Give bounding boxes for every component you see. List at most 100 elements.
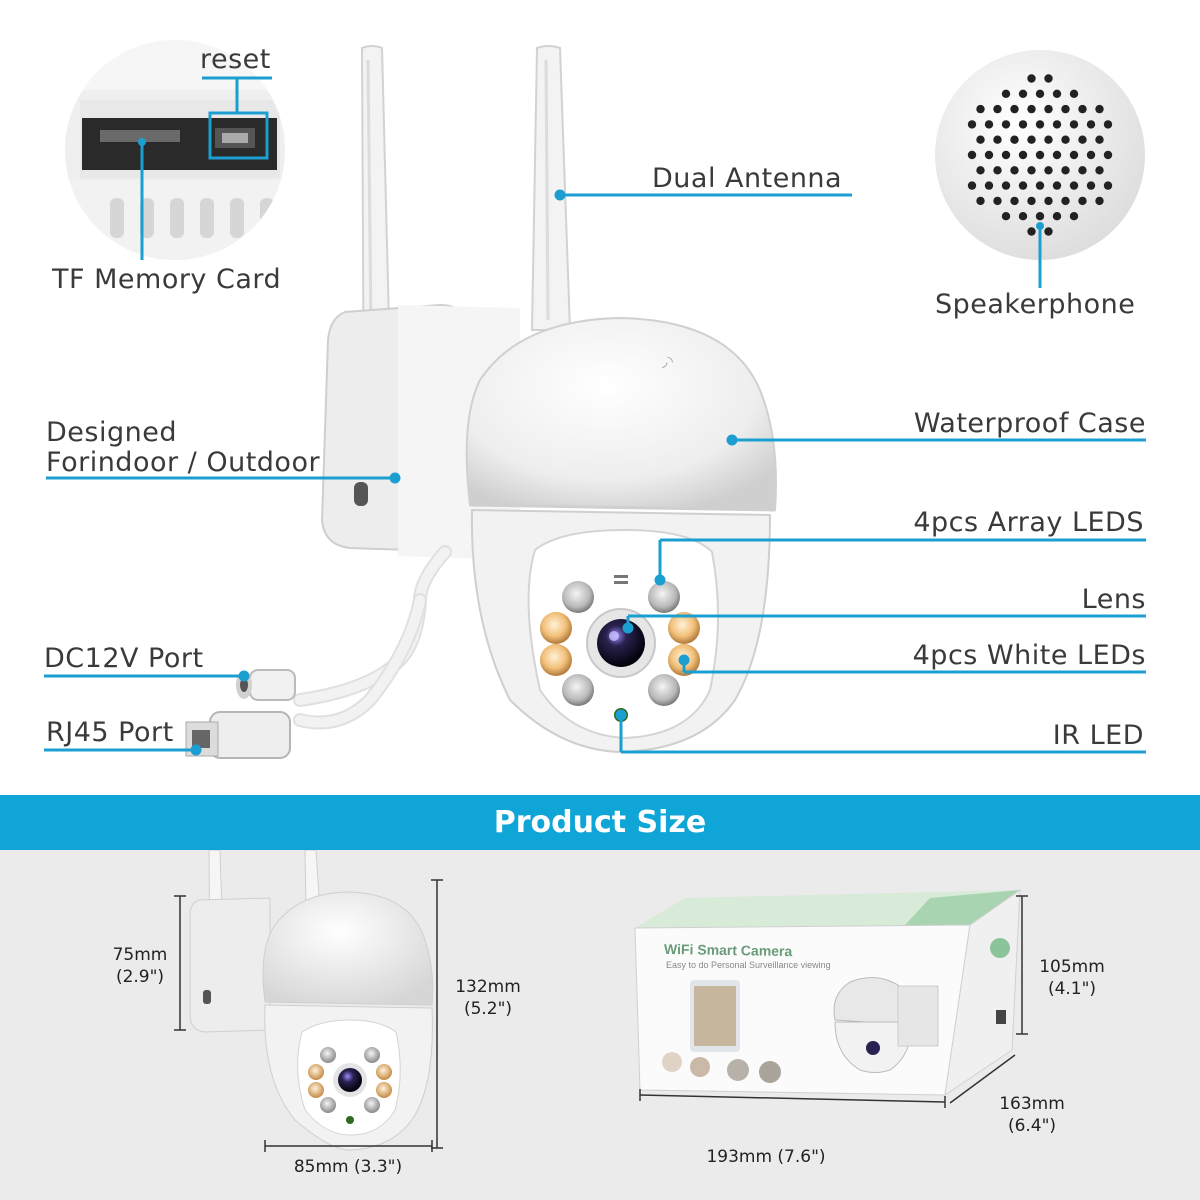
- dim-box-depth: 163mm(6.4"): [999, 1094, 1065, 1136]
- small-camera: [189, 850, 434, 1151]
- speaker-hole: [1069, 120, 1079, 129]
- dim-height: 132mm(5.2"): [455, 977, 521, 1019]
- speaker-hole: [1061, 196, 1070, 206]
- speaker-hole: [1001, 150, 1011, 160]
- speaker-hole: [1086, 150, 1096, 160]
- led-array: [540, 581, 700, 706]
- box-title: WiFi Smart Camera: [663, 940, 793, 960]
- speaker-hole: [1086, 120, 1096, 129]
- speaker-hole: [1010, 166, 1019, 175]
- speaker-hole: [1069, 150, 1079, 160]
- speaker-hole: [1078, 135, 1087, 144]
- tf-slot-inset: [65, 40, 285, 260]
- speaker-hole: [1010, 104, 1019, 114]
- speaker-hole: [1027, 104, 1036, 114]
- camera-illustration: ◞◝: [44, 40, 1146, 759]
- label-tf-card: TF Memory Card: [52, 264, 282, 295]
- label-ir-led: IR LED: [1052, 720, 1144, 751]
- speaker-hole: [984, 150, 994, 160]
- speaker-hole: [1095, 104, 1104, 114]
- speaker-hole: [1103, 120, 1113, 129]
- speaker-hole: [1061, 104, 1070, 114]
- speaker-hole: [1052, 89, 1062, 99]
- lens: [586, 608, 656, 678]
- speaker-hole: [1035, 212, 1045, 221]
- label-white-leds: 4pcs White LEDs: [912, 640, 1146, 671]
- label-array-leds: 4pcs Array LEDS: [913, 507, 1144, 538]
- box-dimension-lines: [639, 895, 1028, 1108]
- speaker-hole: [976, 196, 985, 206]
- speaker-hole: [1095, 166, 1104, 175]
- label-dc-port: DC12V Port: [44, 643, 204, 674]
- speaker-hole: [993, 166, 1002, 175]
- speaker-hole: [1052, 181, 1062, 190]
- speaker-hole: [1044, 166, 1053, 175]
- label-waterproof: Waterproof Case: [913, 408, 1146, 439]
- speaker-hole: [984, 181, 994, 190]
- speaker-hole: [1061, 135, 1070, 144]
- speaker-hole: [1078, 104, 1087, 114]
- antenna-right: [530, 45, 572, 331]
- speaker-hole: [1095, 135, 1104, 144]
- label-indoor-outdoor: Forindoor / Outdoor: [46, 447, 321, 478]
- speaker-hole: [1018, 181, 1028, 190]
- speaker-inset: [935, 50, 1145, 288]
- speaker-hole: [1018, 150, 1028, 160]
- speaker-hole: [1044, 104, 1053, 114]
- product-size-banner: [0, 795, 1200, 850]
- dim-box-height: 105mm(4.1"): [1039, 957, 1105, 999]
- speaker-hole: [1078, 166, 1087, 175]
- speaker-hole: [1035, 89, 1045, 99]
- label-reset: reset: [200, 44, 271, 75]
- speaker-hole: [1044, 74, 1053, 83]
- cables: [293, 545, 452, 730]
- speaker-hole: [1078, 196, 1087, 206]
- speaker-hole: [1035, 181, 1045, 190]
- speaker-hole: [993, 135, 1002, 144]
- speaker-hole: [1069, 212, 1079, 221]
- speaker-hole: [1086, 181, 1096, 190]
- label-rj45-port: RJ45 Port: [46, 717, 174, 748]
- label-speakerphone: Speakerphone: [935, 289, 1136, 320]
- speaker-hole: [1044, 227, 1053, 236]
- speaker-hole: [976, 104, 985, 114]
- speaker-hole: [984, 120, 994, 129]
- dim-width: 85mm (3.3"): [293, 1157, 403, 1177]
- speaker-hole: [1035, 150, 1045, 160]
- speaker-hole: [1052, 212, 1062, 221]
- speaker-hole: [1103, 181, 1113, 190]
- speaker-hole: [1027, 74, 1036, 83]
- speaker-hole: [1001, 89, 1011, 99]
- dim-box-width: 193mm (7.6"): [706, 1147, 826, 1167]
- speaker-hole: [967, 150, 977, 160]
- product-box: [634, 889, 1021, 1097]
- speaker-hole: [1010, 135, 1019, 144]
- speaker-hole: [976, 135, 985, 144]
- size-illustration: [174, 850, 1028, 1152]
- label-dual-antenna: Dual Antenna: [652, 163, 843, 194]
- speaker-hole: [967, 120, 977, 129]
- speaker-hole: [1035, 120, 1045, 129]
- speaker-hole: [1010, 196, 1019, 206]
- speaker-hole: [1001, 212, 1011, 221]
- speaker-hole: [1018, 212, 1028, 221]
- speaker-hole: [1018, 89, 1028, 99]
- speaker-hole: [1044, 196, 1053, 206]
- speaker-hole: [1044, 135, 1053, 144]
- speaker-hole: [1027, 166, 1036, 175]
- speaker-hole: [1095, 196, 1104, 206]
- speaker-hole: [993, 104, 1002, 114]
- speaker-hole: [1061, 166, 1070, 175]
- speaker-hole: [1027, 135, 1036, 144]
- speaker-hole: [1069, 181, 1079, 190]
- speaker-hole: [993, 196, 1002, 206]
- leader-lines: [44, 189, 1146, 756]
- speaker-hole: [1018, 120, 1028, 129]
- camera-body: ◞◝: [465, 316, 777, 754]
- speaker-hole: [1069, 89, 1079, 99]
- speaker-hole: [1052, 150, 1062, 160]
- banner-title: Product Size: [493, 805, 707, 840]
- dim-bracket: 75mm(2.9"): [112, 945, 168, 987]
- speaker-hole: [1027, 227, 1036, 236]
- label-lens: Lens: [1081, 584, 1146, 615]
